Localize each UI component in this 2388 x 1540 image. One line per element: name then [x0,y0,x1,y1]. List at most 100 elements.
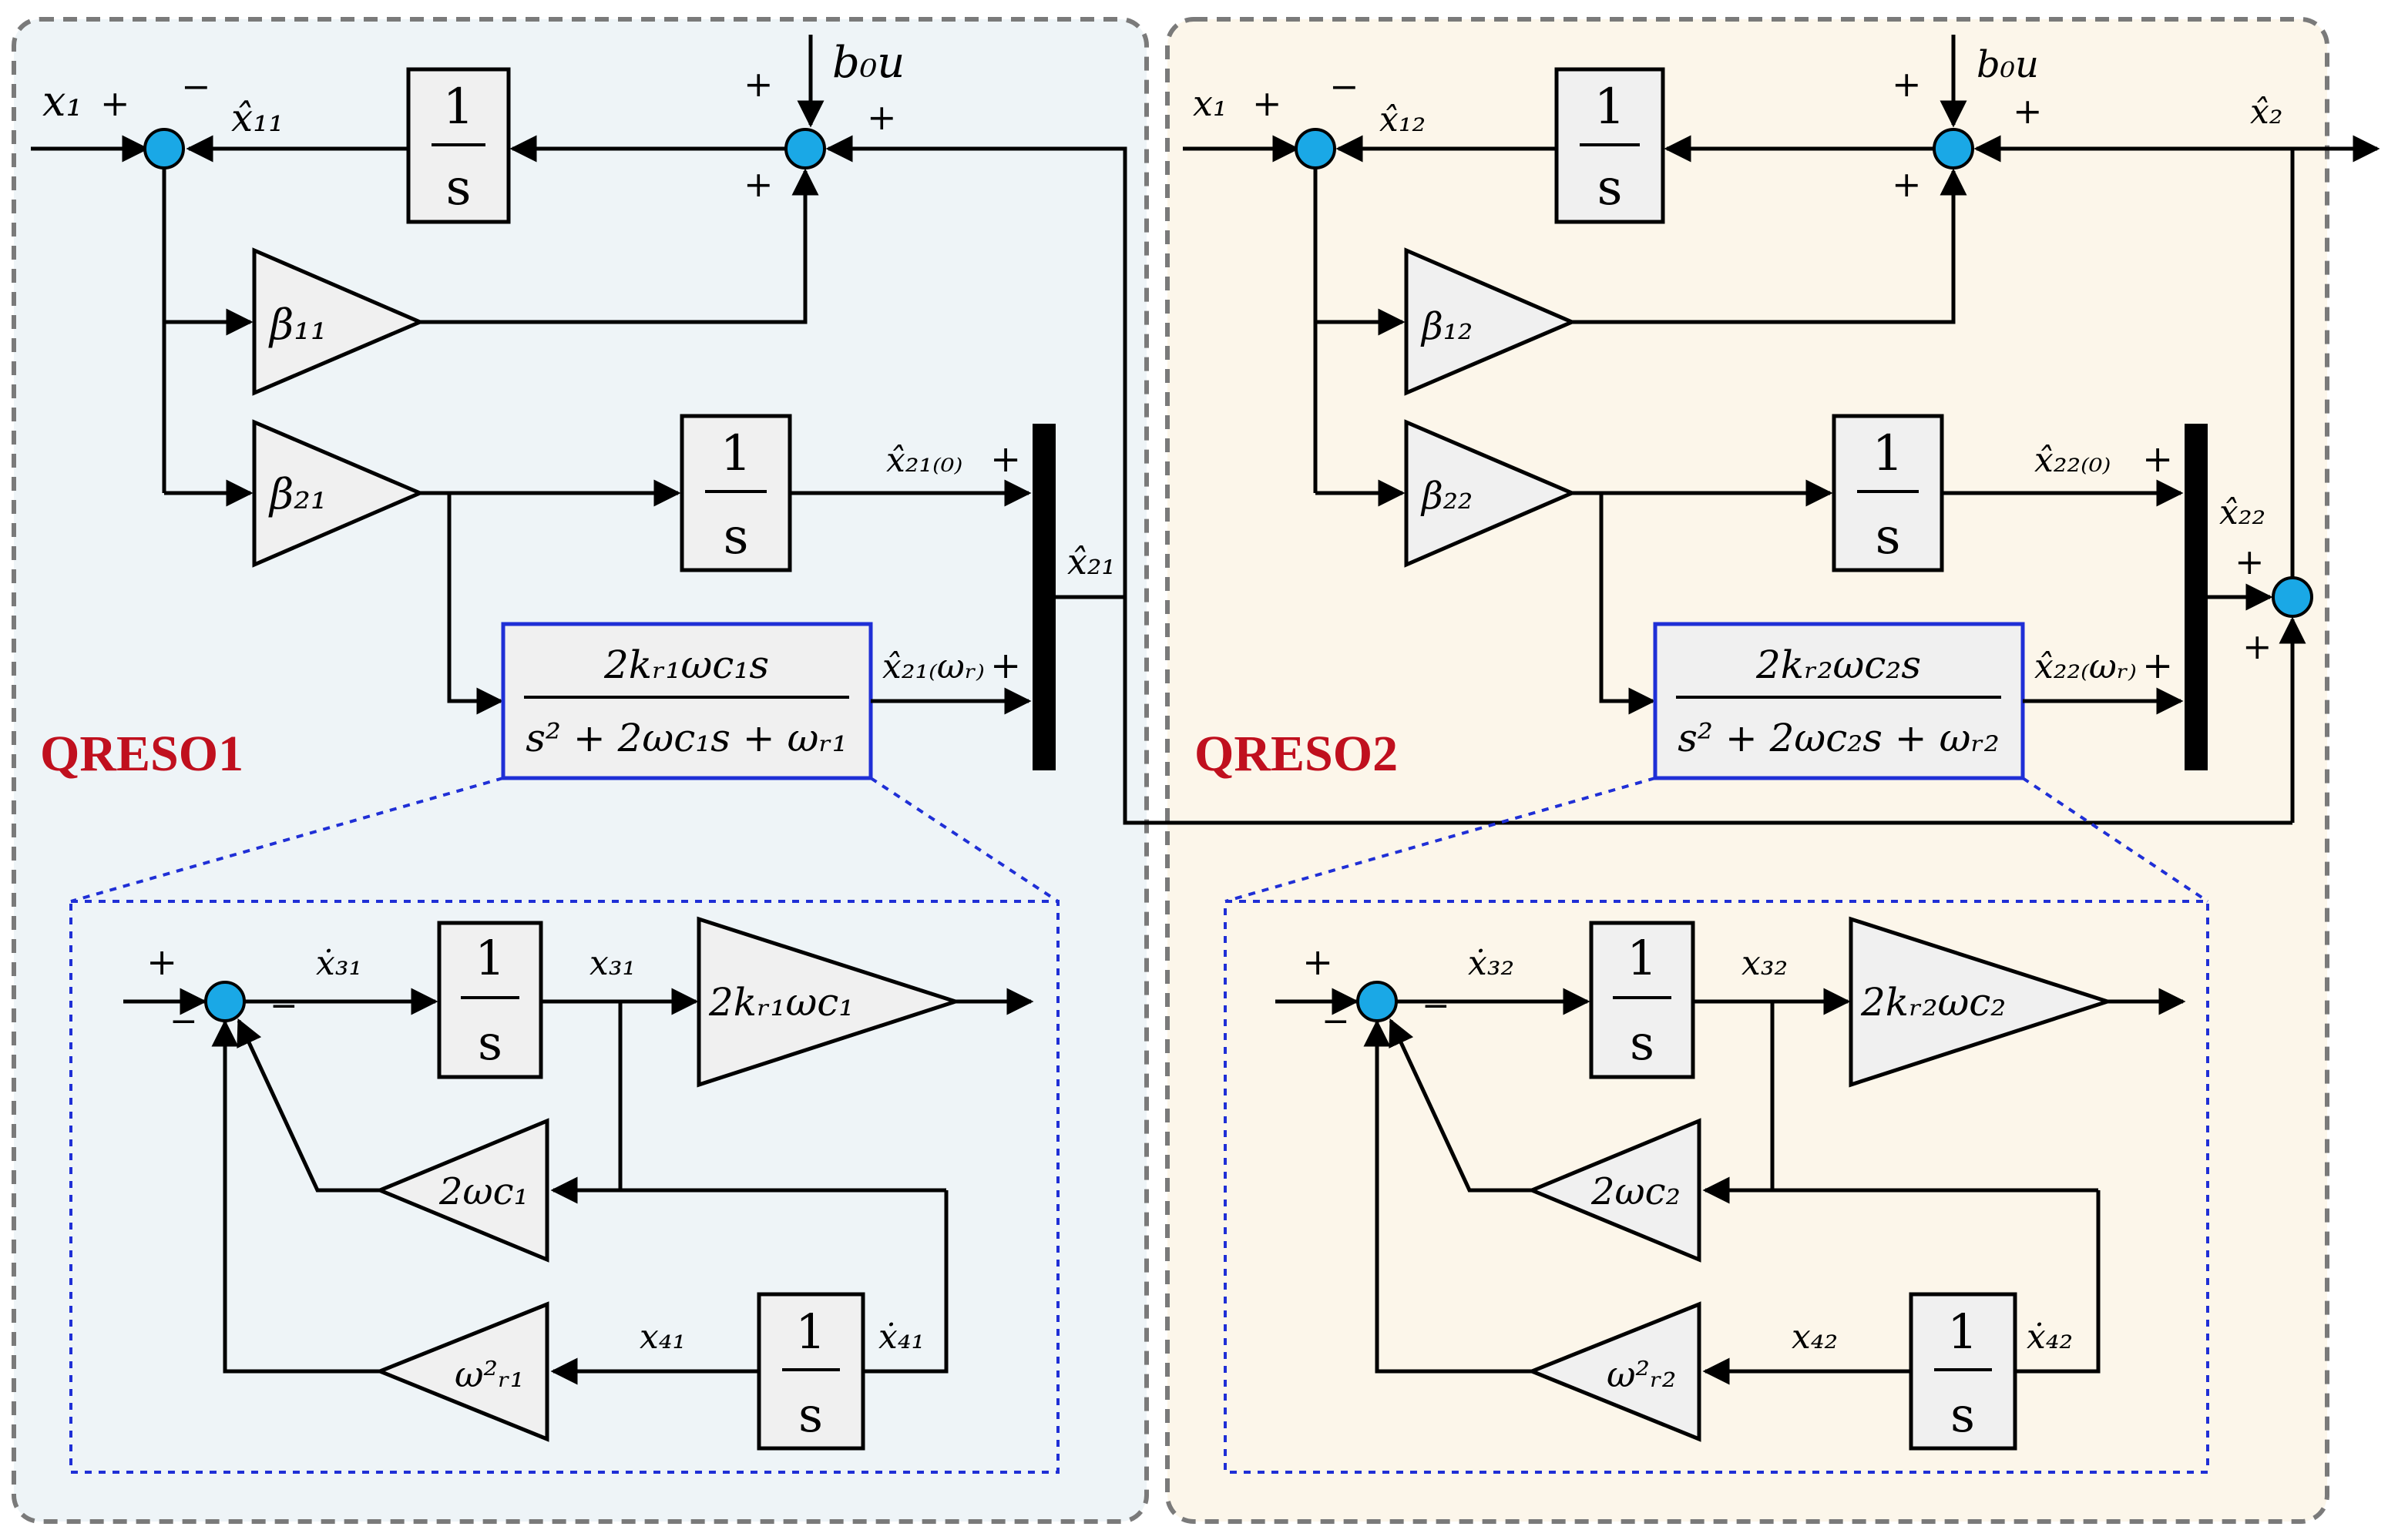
r-sum3-sign-2: + [2242,626,2272,667]
r-output-label: x̂₂ [2250,92,2282,132]
inner-gain-wr2-2 [1527,1301,1701,1442]
inner2-x3: x₃₂ [1741,944,1788,983]
r-int2-num: 1 [1872,425,1904,482]
feedback-sign: − [181,65,211,107]
inner-gain-2wc-2 [1527,1118,1701,1263]
inner2-xdot3: ẋ₃₂ [1468,944,1514,983]
inner-resonator-box-2 [1224,900,2209,1474]
integrator2-den: s [724,508,749,565]
inner1-minus-2: − [170,1002,198,1041]
x21-0-label: x̂₂₁₍₀₎ [886,441,962,480]
inner-int1b-num: 1 [795,1303,825,1360]
tf2-num: 2kᵣ₂ωc₂s [1755,643,1921,687]
sum-junction-2 [784,128,826,169]
inner-integrator-2a [1589,921,1695,1079]
tf1-den: s² + 2ωc₁s + ωᵣ₁ [526,716,848,760]
inner-gain-wr2-1 [374,1301,549,1442]
tf1-num: 2kᵣ₁ωc₁s [603,643,769,687]
gain-beta21 [252,419,425,568]
inner1-2wc: 2ωc₁ [438,1170,529,1213]
inner1-xdot3: ẋ₃₁ [316,944,362,983]
gain-beta11 [252,247,425,396]
inner-resonator-box-1 [69,900,1060,1474]
inner-int2b-num: 1 [1947,1303,1977,1360]
inner-int1a-num: 1 [475,930,505,986]
r-gain-beta22 [1404,419,1577,568]
r-sum-junction-2 [1933,128,1974,169]
feedback-label: x̂₁₁ [231,96,284,140]
qreso1-label: QRESO1 [40,726,244,782]
input-label: x₁ [42,77,82,126]
inner1-x3: x₃₁ [589,944,636,983]
integrator-den: s [446,159,472,216]
inner-int1b-den: s [798,1387,823,1443]
inner-gain-2 [1849,916,2114,1088]
inner2-plus: + [1302,941,1333,984]
inner2-minus-1: − [1422,986,1450,1025]
r-x22-w-label: x̂₂₂₍ωᵣ₎ [2034,647,2137,686]
r-mux-sign-bottom: + [2142,644,2173,687]
integrator2-num: 1 [720,425,752,482]
mux-sign-top: + [990,438,1021,481]
inner-sum-junction-2 [1356,981,1398,1022]
inner-gain-2wc-1 [374,1118,549,1263]
r-sum3-sign-1: + [2235,541,2265,582]
r-feedback-sign: − [1329,65,1359,107]
inner1-wr2: ω²ᵣ₁ [455,1354,524,1395]
r-sum2-sign-right: + [2013,90,2043,132]
r-beta22-label: β₂₂ [1420,475,1473,518]
inner-int2b-den: s [1950,1387,1975,1443]
summing-bar-2 [2185,424,2208,770]
inner-sum-junction-1 [204,981,246,1022]
sum2-sign-bottom: + [744,163,774,205]
inner2-xdot4: ẋ₄₂ [2027,1317,2073,1357]
inner2-2wc: 2ωc₂ [1590,1170,1681,1213]
inner1-xdot4: ẋ₄₁ [878,1317,925,1357]
qreso2-group: x₁ + − x̂₁₂ 1 s b₀u + + + x̂₂ β₁₂ β₂₂ 1 … [1183,35,2380,1474]
r-sum-junction-1 [1295,128,1336,169]
sum2-sign-right: + [867,96,897,138]
inner-int2a-num: 1 [1627,930,1657,986]
r-input-sign: + [1252,82,1282,124]
inner2-wr2: ω²ᵣ₂ [1607,1354,1676,1395]
r-feedback-label: x̂₁₂ [1379,100,1426,139]
inner2-gain: 2kᵣ₂ωc₂ [1860,980,2006,1025]
inner2-x4: x₄₂ [1792,1317,1838,1357]
r-x22-label: x̂₂₂ [2219,493,2265,532]
r-int1-den: s [1597,159,1623,216]
r-int2-den: s [1876,508,1901,565]
r-x22-0-label: x̂₂₂₍₀₎ [2034,441,2111,480]
r-int1-num: 1 [1594,79,1626,136]
qreso1-group: x₁ + − x̂₁₁ 1 s b₀u + + + β₁₁ [31,35,2292,1474]
inner1-gain: 2kᵣ₁ωc₁ [708,980,854,1025]
r-gain-beta12 [1404,247,1577,396]
tf2-den: s² + 2ωc₂s + ωᵣ₂ [1678,716,2000,760]
r-mux-sign-top: + [2142,438,2173,481]
inner1-plus: + [146,941,177,984]
integrator-num: 1 [443,79,475,136]
inner-int1a-den: s [478,1015,502,1071]
integrator-block-1 [406,67,511,224]
inner-gain-1 [697,916,962,1088]
r-input-label: x₁ [1193,82,1227,124]
r-sum2-sign-bottom: + [1892,163,1922,205]
sum-junction-1 [143,128,185,169]
ext-input-label: b₀u [832,38,905,88]
r-ext-input-label: b₀u [1977,43,2039,86]
beta21-label: β₂₁ [268,470,327,518]
r-sum-junction-3 [2272,576,2313,618]
x21-w-label: x̂₂₁₍ωᵣ₎ [882,647,985,686]
r-beta12-label: β₁₂ [1420,305,1473,348]
inner2-minus-2: − [1322,1002,1350,1041]
input-sign: + [100,82,130,124]
beta11-label: β₁₁ [268,300,327,349]
transfer-function-box-1 [501,622,873,780]
r-sum2-sign-top: + [1892,63,1922,105]
inner1-minus-1: − [270,986,298,1025]
summing-bar-1 [1033,424,1056,770]
mux-sign-bottom: + [990,644,1021,687]
inner-int2a-den: s [1630,1015,1654,1071]
inner1-x4: x₄₁ [640,1317,686,1357]
qreso2-label: QRESO2 [1194,726,1398,782]
